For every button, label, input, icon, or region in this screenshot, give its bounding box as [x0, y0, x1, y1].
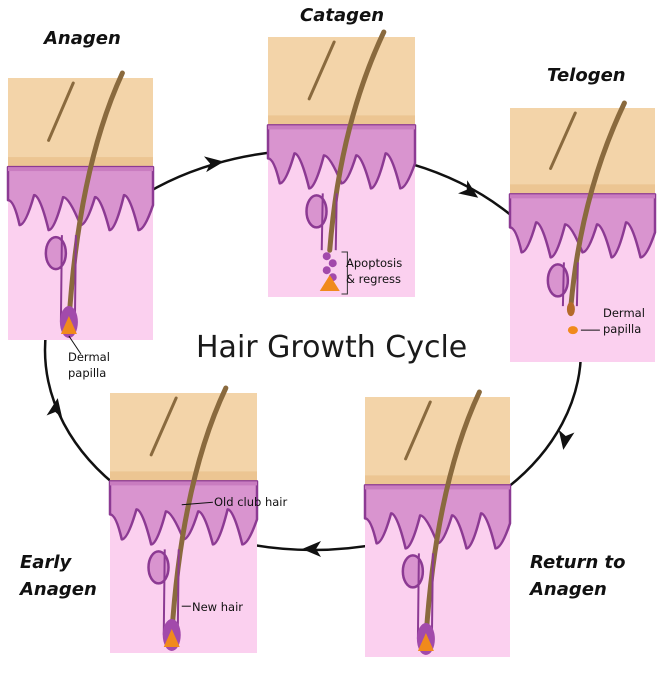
- loose-hair: [549, 111, 577, 170]
- skin-surface-layer: [8, 78, 153, 168]
- stage-label-line: Return to: [530, 552, 626, 573]
- annotation-line: Apoptosis: [346, 256, 403, 270]
- epidermis-top: [510, 194, 655, 199]
- stage-label-early-anagen: Early Anagen: [20, 549, 97, 603]
- pointer-line: [68, 335, 82, 355]
- arrowhead-icon: [458, 180, 479, 198]
- annotation-line: papilla: [603, 322, 642, 336]
- arrowhead-icon: [46, 398, 63, 419]
- annotation-line: papilla: [68, 366, 107, 380]
- panel-catagen: [266, 29, 417, 297]
- hair-shaft: [169, 385, 229, 638]
- arrowhead-shape: [46, 398, 63, 419]
- panel-anagen: [6, 70, 155, 355]
- loose-hair: [307, 40, 336, 101]
- hair-shaft: [423, 389, 482, 642]
- epidermis-top: [268, 125, 415, 130]
- hair-shaft: [327, 29, 387, 253]
- dermal-papilla: [319, 275, 340, 291]
- stage-label-anagen: Anagen: [44, 28, 121, 49]
- annotation-line: & regress: [346, 272, 402, 286]
- skin-stratum: [268, 115, 415, 126]
- epidermis-top: [8, 167, 153, 172]
- follicle-sheath: [561, 262, 579, 307]
- arrowhead-icon: [558, 429, 575, 450]
- club-hair-bulb: [566, 302, 575, 317]
- regressing-cell: [322, 266, 331, 275]
- annotation-apoptosis: Apoptosis & regress: [346, 255, 402, 287]
- loose-hair: [404, 400, 432, 461]
- annotation-anagen-dermal-papilla: Dermal papilla: [68, 349, 110, 381]
- loose-hair: [149, 396, 178, 457]
- skin-stratum: [110, 471, 257, 482]
- loose-hair: [47, 81, 75, 142]
- hair-shaft: [568, 100, 627, 309]
- skin-surface-layer: [268, 37, 415, 126]
- stage-label-line: Early: [20, 552, 72, 573]
- annotation-line: Dermal: [603, 306, 645, 320]
- arrowhead-icon: [203, 156, 224, 173]
- follicle-sheath: [162, 549, 180, 635]
- follicle-sheath: [320, 193, 338, 251]
- epidermis-top: [365, 485, 510, 490]
- dermal-papilla: [567, 326, 578, 335]
- dermal-papilla: [163, 629, 180, 647]
- sebaceous-gland: [546, 263, 570, 298]
- regressing-cell: [328, 259, 337, 268]
- arrowhead-shape: [203, 156, 224, 173]
- follicle-sheath: [416, 553, 434, 639]
- sebaceous-gland: [401, 554, 425, 589]
- skin-stratum: [365, 475, 510, 486]
- sebaceous-gland: [44, 235, 68, 271]
- panel-return-to-anagen: [363, 389, 512, 657]
- diagram-title: Hair Growth Cycle: [196, 330, 468, 365]
- dermal-papilla: [417, 633, 434, 651]
- skin-stratum: [510, 184, 655, 195]
- arrowhead-icon: [302, 541, 321, 557]
- stage-label-line: Anagen: [530, 579, 607, 600]
- stage-label-return-to-anagen: Return to Anagen: [530, 549, 626, 603]
- regressing-cell: [322, 252, 331, 261]
- bracket: [341, 251, 348, 295]
- stage-label-telogen: Telogen: [547, 65, 626, 86]
- skin-surface-layer: [110, 393, 257, 482]
- hair-shaft: [66, 70, 125, 325]
- dermal-papilla: [60, 316, 77, 334]
- skin-surface-layer: [510, 108, 655, 195]
- arrowhead-shape: [558, 429, 575, 450]
- skin-surface-layer: [365, 397, 510, 486]
- annotation-telogen-dermal-papilla: Dermal papilla: [603, 305, 645, 337]
- stage-label-line: Anagen: [20, 579, 97, 600]
- panel-early-anagen: [108, 385, 259, 653]
- annotation-old-club-hair: Old club hair: [214, 495, 288, 509]
- follicle-sheath: [59, 235, 77, 322]
- skin-stratum: [8, 157, 153, 168]
- annotation-line: Dermal: [68, 350, 110, 364]
- stage-label-catagen: Catagen: [300, 5, 385, 26]
- epidermis-top: [110, 481, 257, 486]
- arrowhead-shape: [458, 180, 479, 198]
- arrowhead-shape: [302, 541, 321, 557]
- panel-telogen: [508, 100, 657, 362]
- pointer-line: [181, 501, 213, 506]
- annotation-new-hair: New hair: [192, 600, 243, 614]
